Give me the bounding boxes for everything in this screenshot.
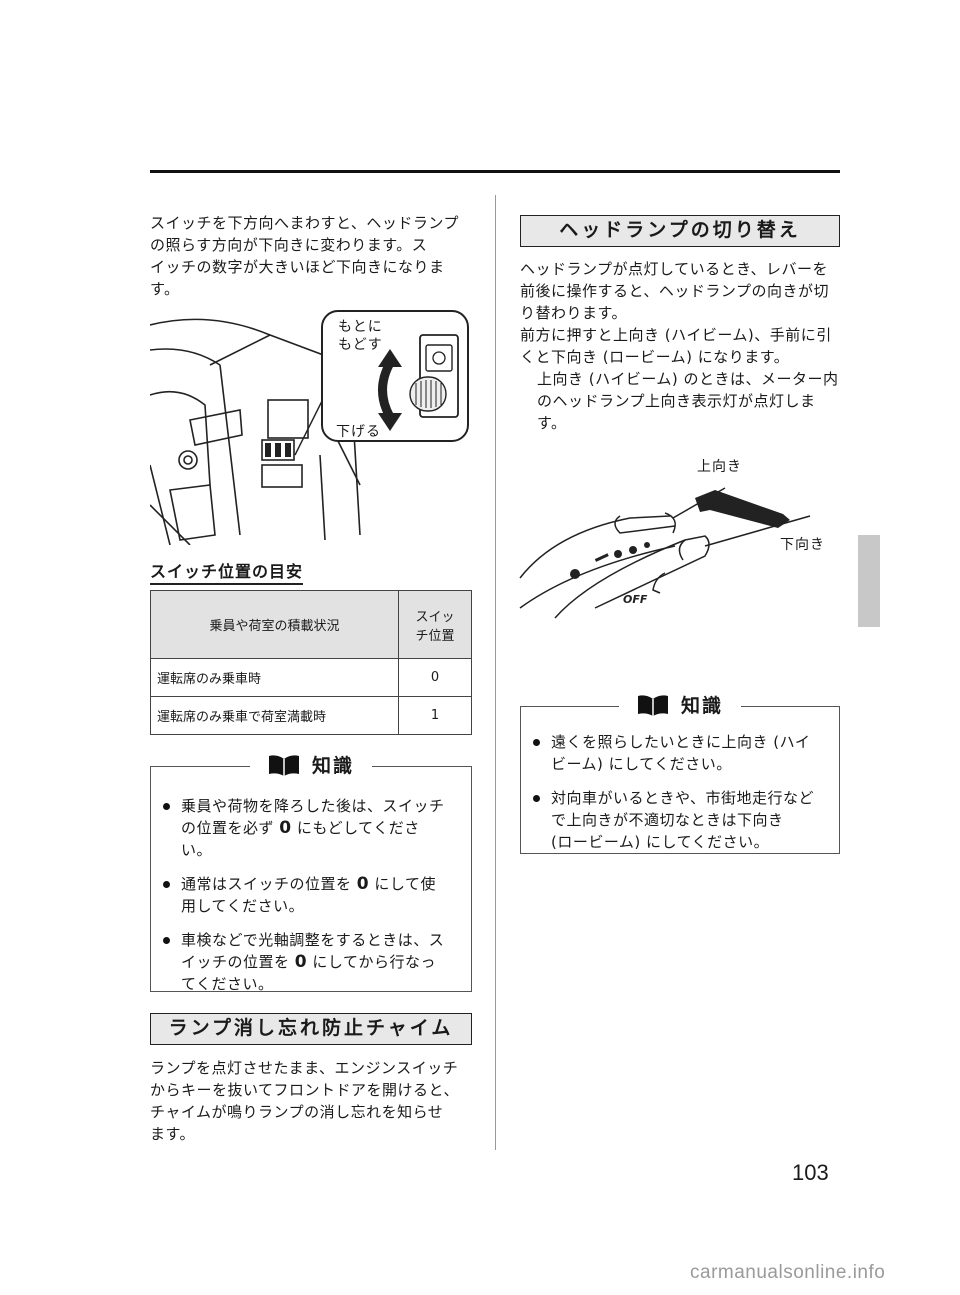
knowledge-title-text: 知識 <box>680 695 724 717</box>
chime-line: チャイムが鳴りランプの消し忘れを知らせ <box>150 1103 444 1121</box>
bullet-icon <box>163 881 170 888</box>
section-tab <box>858 535 880 627</box>
item-text: い。 <box>181 841 213 859</box>
headlamp-note: 上向き (ハイビーム) のときは、メーター内 のヘッドランプ上向き表示灯が点灯し… <box>537 368 847 434</box>
item-text: にしてから行なっ <box>307 953 436 971</box>
list-item: 車検などで光軸調整をするときは、ス イッチの位置を 0 にしてから行なっ てくだ… <box>151 929 471 995</box>
list-item: 乗員や荷物を降ろした後は、スイッチ の位置を必ず 0 にもどしてくださ い。 <box>151 795 471 861</box>
intro-line: スイッチを下方向へまわすと、ヘッドランプ <box>150 214 459 232</box>
callout-down-label: 下げる <box>336 424 381 440</box>
headlamp-switch-heading: ヘッドランプの切り替え <box>520 215 840 247</box>
label-high-beam: 上向き <box>697 459 742 475</box>
label-low-beam: 下向き <box>780 537 825 553</box>
list-item: 遠くを照らしたいときに上向き (ハイ ビーム) にしてください。 <box>521 731 839 775</box>
headlamp-line: 前方に押すと上向き (ハイビーム)、手前に引 <box>520 326 832 344</box>
headlamp-line: ヘッドランプが点灯しているとき、レバーを <box>520 260 829 278</box>
switch-guide-heading: スイッチ位置の目安 <box>150 558 304 585</box>
item-text: 0 <box>294 952 308 972</box>
switch-guide-table: 乗員や荷室の積載状況 スイッ チ位置 運転席のみ乗車時 0 運転席のみ乗車で荷室… <box>150 590 472 735</box>
bullet-icon <box>533 739 540 746</box>
book-icon <box>268 754 299 776</box>
dashboard-illustration <box>150 310 469 545</box>
intro-line: イッチの数字が大きいほど下向きになりま <box>150 258 445 276</box>
item-text: イッチの位置を <box>181 953 295 971</box>
callout-line: もとに <box>338 319 383 335</box>
chime-heading-text: ランプ消し忘れ防止チャイム <box>168 1017 454 1039</box>
chime-heading: ランプ消し忘れ防止チャイム <box>150 1013 472 1045</box>
table-header-position: スイッ チ位置 <box>398 590 472 659</box>
item-text: 車検などで光軸調整をするときは、ス <box>181 931 445 949</box>
note-line: のヘッドランプ上向き表示灯が点灯しま <box>537 392 816 410</box>
knowledge-box-right: 知識 遠くを照らしたいときに上向き (ハイ ビーム) にしてください。 対向車が… <box>520 691 840 854</box>
header-line: スイッ <box>415 609 455 625</box>
headlamp-line: くと下向き (ロービーム) になります。 <box>520 348 790 366</box>
table-cell-condition: 運転席のみ乗車で荷室満載時 <box>150 696 399 735</box>
item-text: 対向車がいるときや、市街地走行など <box>551 789 815 807</box>
list-item: 通常はスイッチの位置を 0 にして使 用してください。 <box>151 873 471 917</box>
knowledge-title: 知識 <box>249 751 373 778</box>
watermark: carmanualsonline.info <box>690 1262 886 1283</box>
table-header-condition: 乗員や荷室の積載状況 <box>150 590 399 659</box>
table-cell-condition: 運転席のみ乗車時 <box>150 658 399 697</box>
knowledge-title: 知識 <box>618 691 742 718</box>
item-text: にして使 <box>369 875 436 893</box>
callout-reset-label: もとに もどす <box>338 318 383 354</box>
item-text: 0 <box>279 818 292 838</box>
chime-line: ます。 <box>150 1125 196 1143</box>
item-text: ビーム) にしてください。 <box>551 755 732 773</box>
intro-paragraph: スイッチを下方向へまわすと、ヘッドランプ の照らす方向が下向きに変わります。ス … <box>150 212 480 300</box>
item-text: 通常はスイッチの位置を <box>181 875 357 893</box>
table-cell-position: 1 <box>398 696 472 735</box>
note-line: す。 <box>537 414 567 432</box>
item-text: で上向きが不適切なときは下向き <box>551 811 784 829</box>
knowledge-title-text: 知識 <box>311 755 355 777</box>
bullet-icon <box>163 937 170 944</box>
table-row: 運転席のみ乗車時 0 <box>150 658 472 697</box>
item-text: の位置を必ず <box>181 819 280 837</box>
item-text: 乗員や荷物を降ろした後は、スイッチ <box>181 797 445 815</box>
headlamp-heading-text: ヘッドランプの切り替え <box>559 219 801 241</box>
item-text: にもどしてくださ <box>291 819 420 837</box>
item-text: (ロービーム) にしてください。 <box>551 833 770 851</box>
table-row: 運転席のみ乗車で荷室満載時 1 <box>150 696 472 735</box>
note-line: 上向き (ハイビーム) のときは、メーター内 <box>537 370 839 388</box>
headlamp-line: り替わります。 <box>520 304 628 322</box>
intro-line: の照らす方向が下向きに変わります。ス <box>150 236 428 254</box>
chime-paragraph: ランプを点灯させたまま、エンジンスイッチ からキーを抜いてフロントドアを開けると… <box>150 1057 480 1145</box>
header-line: チ位置 <box>415 628 455 644</box>
item-text: てください。 <box>181 975 274 993</box>
page-number: 103 <box>792 1160 829 1185</box>
item-text: 0 <box>356 874 370 894</box>
intro-line: す。 <box>150 280 180 298</box>
column-divider <box>495 195 496 1150</box>
callout-line: もどす <box>338 337 383 353</box>
knowledge-box-left: 知識 乗員や荷物を降ろした後は、スイッチ の位置を必ず 0 にもどしてくださ い… <box>150 751 472 995</box>
list-item: 対向車がいるときや、市街地走行など で上向きが不適切なときは下向き (ロービーム… <box>521 787 839 853</box>
top-rule <box>150 170 840 173</box>
headlamp-paragraph: ヘッドランプが点灯しているとき、レバーを 前後に操作すると、ヘッドランプの向きが… <box>520 258 850 368</box>
bullet-icon <box>163 803 170 810</box>
bullet-icon <box>533 795 540 802</box>
lever-off-label: OFF <box>623 593 648 606</box>
item-text: 用してください。 <box>181 897 305 915</box>
table-cell-position: 0 <box>398 658 472 697</box>
chime-line: からキーを抜いてフロントドアを開けると、 <box>150 1081 459 1099</box>
chime-line: ランプを点灯させたまま、エンジンスイッチ <box>150 1059 459 1077</box>
headlamp-line: 前後に操作すると、ヘッドランプの向きが切 <box>520 282 829 300</box>
book-icon <box>637 694 668 716</box>
item-text: 遠くを照らしたいときに上向き (ハイ <box>551 733 811 751</box>
lever-illustration: OFF <box>519 487 811 619</box>
